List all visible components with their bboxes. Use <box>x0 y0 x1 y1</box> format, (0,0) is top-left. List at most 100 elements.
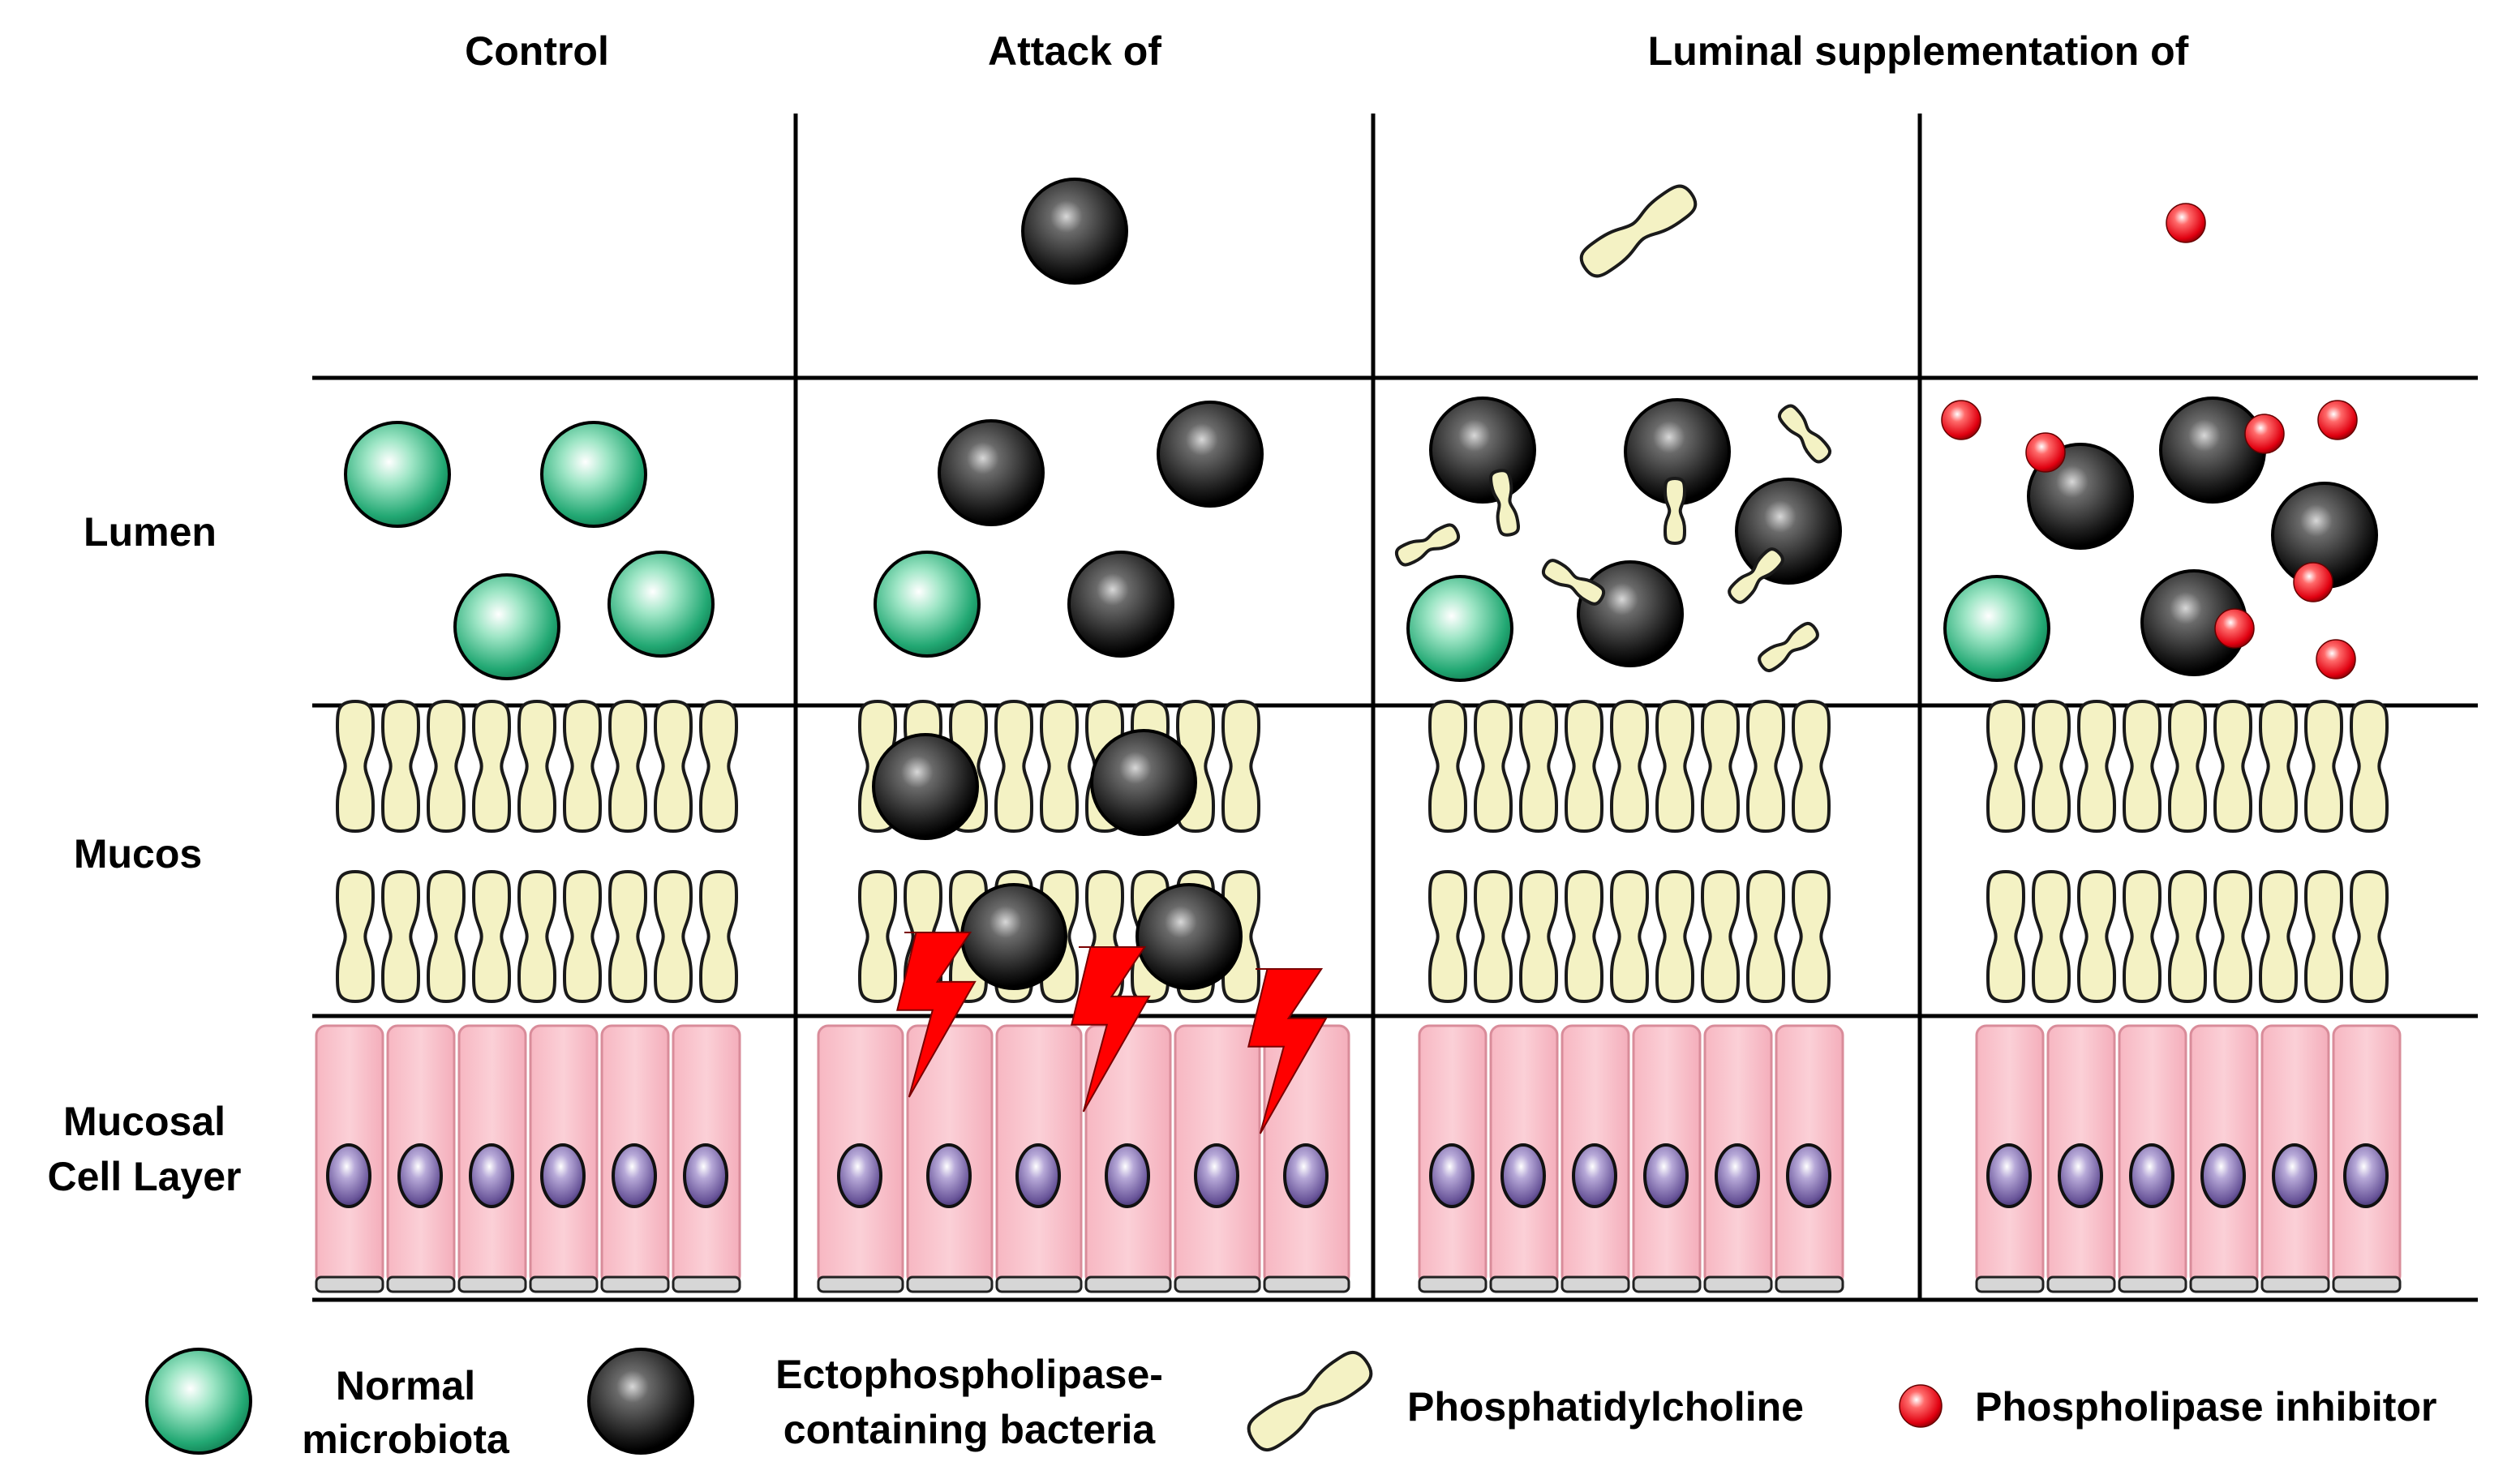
ecto-bacterium-icon-pc-3 <box>1577 560 1684 667</box>
cell-base <box>1489 1275 1559 1293</box>
row-label-mucos: Mucos <box>74 831 202 877</box>
mucus-unit-pc-bottom-0 <box>1427 869 1468 1004</box>
nucleus-icon <box>326 1143 371 1208</box>
mucus-unit-pc-bottom-3 <box>1564 869 1604 1004</box>
mucus-unit-pc-top-8 <box>1791 699 1831 834</box>
inhibitor-icon-lumen-5 <box>2214 608 2255 649</box>
cell-base <box>1084 1275 1172 1293</box>
cell-base <box>2260 1275 2330 1293</box>
lumen-contents <box>344 178 2378 990</box>
row-label-lumen: Lumen <box>84 509 217 555</box>
nucleus-icon <box>1786 1143 1831 1208</box>
mucus-unit-control-bottom-1 <box>380 869 421 1004</box>
epithelial-cell-pc-3 <box>1632 1024 1702 1293</box>
cell-base <box>817 1275 904 1293</box>
ecto-bacterium-icon-mucus-3 <box>1136 883 1243 990</box>
lightning-bolt-icon-1 <box>1071 946 1151 1112</box>
ecto-bacterium-icon-inhib-1 <box>2159 397 2266 504</box>
mucus-unit-control-top-8 <box>698 699 739 834</box>
nucleus-icon <box>469 1143 514 1208</box>
lightning-bolt-icon-0 <box>896 932 977 1098</box>
lightning-bolt-icon-2 <box>1247 968 1328 1134</box>
legend-label-inhibitor: Phospholipase inhibitor <box>1975 1384 2436 1430</box>
mucus-unit-inhib-bottom-8 <box>2349 869 2389 1004</box>
epithelial-cell-attack-5 <box>1263 1024 1350 1293</box>
epithelial-cell-pc-5 <box>1775 1024 1844 1293</box>
ecto-bacterium-icon-mucus-2 <box>960 883 1067 990</box>
nucleus-icon <box>1194 1143 1239 1208</box>
cell-base <box>457 1275 527 1293</box>
legend-label-normal-2: microbiota <box>302 1417 510 1462</box>
phosphatidylcholine-icon-lumen-1-shape <box>1663 476 1687 546</box>
cell-base <box>315 1275 384 1293</box>
phosphatidylcholine-icon-lumen-6-shape <box>1758 621 1819 673</box>
normal-bacterium-icon-control-2 <box>453 573 560 680</box>
mucus-unit-pc-top-7 <box>1745 699 1786 834</box>
inhibitor-icon-lumen-2 <box>2317 400 2358 440</box>
normal-bacterium-icon-control-3 <box>607 551 715 658</box>
epithelial-cell-pc-4 <box>1703 1024 1773 1293</box>
phosphatidylcholine-icon-lumen-3-shape <box>1541 559 1606 606</box>
cell-base <box>1561 1275 1630 1293</box>
mucus-unit-pc-top-1 <box>1473 699 1513 834</box>
epithelial-cell-control-2 <box>457 1024 527 1293</box>
mucus-unit-control-top-4 <box>517 699 557 834</box>
nucleus-icon <box>2343 1143 2389 1208</box>
phosphatidylcholine-icon-lumen-5-shape <box>1394 523 1461 567</box>
column-header-attack: Attack of <box>988 28 1161 74</box>
phosphatidylcholine-icon-lumen-1 <box>1663 476 1687 546</box>
mucus-unit-pc-bottom-6 <box>1700 869 1741 1004</box>
mucus-layer <box>335 699 2389 1004</box>
mucus-unit-pc-top-4 <box>1609 699 1650 834</box>
mucus-unit-pc-top-5 <box>1655 699 1695 834</box>
ecto-bacterium-icon-pc-0 <box>1429 397 1536 504</box>
epithelial-cell-attack-2 <box>995 1024 1083 1293</box>
nucleus-icon <box>612 1143 657 1208</box>
nucleus-icon <box>1500 1143 1546 1208</box>
nucleus-icon <box>540 1143 586 1208</box>
legend-phosphatidylcholine-icon <box>1247 1351 1373 1451</box>
nucleus-icon <box>1986 1143 2032 1208</box>
mucus-unit-pc-top-2 <box>1518 699 1559 834</box>
epithelial-cell-inhib-3 <box>2189 1024 2259 1293</box>
legend-label-pc: Phosphatidylcholine <box>1407 1384 1804 1430</box>
normal-bacterium-icon-control-0 <box>344 421 451 528</box>
nucleus-icon <box>1429 1143 1475 1208</box>
mucus-unit-inhib-top-8 <box>2349 699 2389 834</box>
mucus-unit-pc-top-0 <box>1427 699 1468 834</box>
mucus-unit-inhib-bottom-7 <box>2303 869 2344 1004</box>
mucus-unit-control-top-1 <box>380 699 421 834</box>
cell-base <box>1703 1275 1773 1293</box>
mucus-unit-pc-top-6 <box>1700 699 1741 834</box>
mucus-unit-control-bottom-2 <box>426 869 466 1004</box>
mucus-unit-control-top-2 <box>426 699 466 834</box>
mucus-unit-attack-top-3 <box>994 699 1034 834</box>
epithelial-cell-pc-0 <box>1418 1024 1488 1293</box>
inhibitor-icon-top <box>2166 203 2206 243</box>
normal-bacterium-icon-inhib <box>1943 575 2050 682</box>
mucus-unit-control-bottom-6 <box>607 869 648 1004</box>
mucus-unit-inhib-bottom-2 <box>2076 869 2117 1004</box>
phosphatidylcholine-icon-lumen-2 <box>1728 547 1784 604</box>
cell-base <box>2046 1275 2116 1293</box>
mucus-unit-pc-top-3 <box>1564 699 1604 834</box>
mucus-unit-pc-bottom-2 <box>1518 869 1559 1004</box>
mucus-unit-control-bottom-8 <box>698 869 739 1004</box>
nucleus-icon <box>837 1143 882 1208</box>
row-label-cell-layer-1: Mucosal <box>63 1099 225 1144</box>
epithelial-cell-control-4 <box>600 1024 670 1293</box>
epithelial-cell-pc-1 <box>1489 1024 1559 1293</box>
cell-base <box>2332 1275 2402 1293</box>
mucus-unit-inhib-bottom-4 <box>2167 869 2208 1004</box>
epithelial-cell-inhib-2 <box>2118 1024 2187 1293</box>
mucus-unit-inhib-bottom-0 <box>1986 869 2026 1004</box>
ecto-bacterium-icon-mucus-0 <box>872 733 979 840</box>
epithelial-cell-inhib-1 <box>2046 1024 2116 1293</box>
epithelial-cell-attack-4 <box>1174 1024 1261 1293</box>
phosphatidylcholine-icon-lumen-6 <box>1758 621 1819 673</box>
mucus-unit-inhib-bottom-1 <box>2031 869 2071 1004</box>
mucus-unit-control-top-7 <box>653 699 693 834</box>
ecto-bacterium-icon-attack-0 <box>938 419 1045 526</box>
mucus-unit-pc-bottom-1 <box>1473 869 1513 1004</box>
inhibitor-icon-lumen-4 <box>2293 562 2333 602</box>
